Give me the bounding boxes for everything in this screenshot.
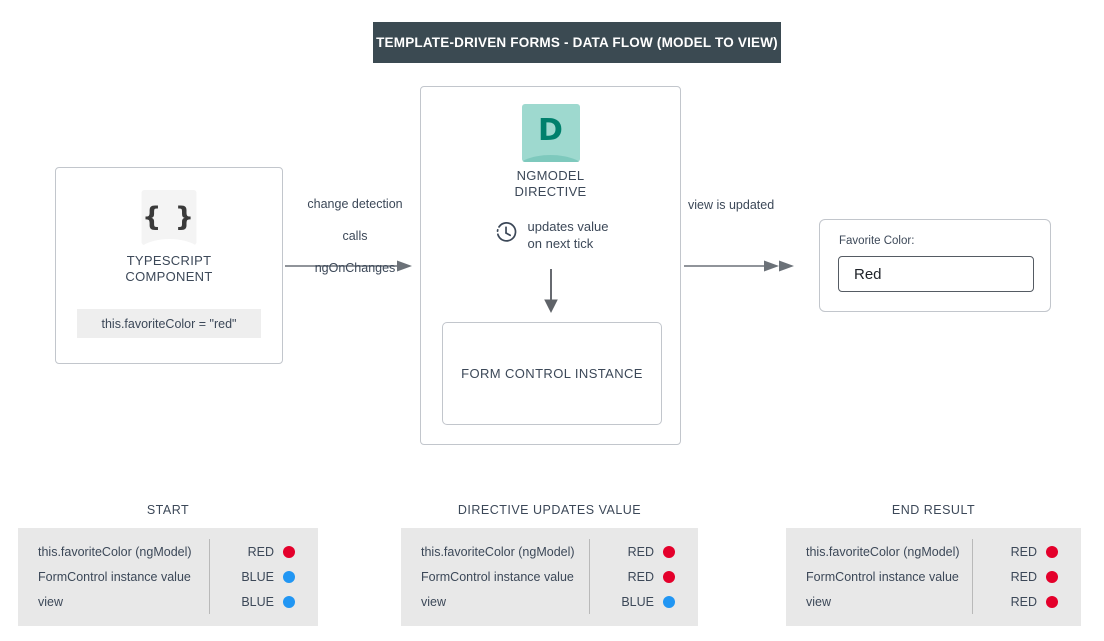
braces-icon: { } [141, 190, 197, 245]
state-table-middle-title: DIRECTIVE UPDATES VALUE [457, 503, 642, 517]
table-row: FormControl instance value RED [806, 564, 1067, 589]
table-row: this.favoriteColor (ngModel) RED [38, 539, 304, 564]
color-dot-icon [1046, 595, 1058, 608]
table-row: view RED [806, 589, 1067, 614]
edge-label-change-detection-line3: ngOnChanges [314, 261, 396, 275]
state-row-key: this.favoriteColor (ngModel) [38, 544, 192, 559]
state-row-key: FormControl instance value [806, 569, 959, 584]
braces-icon-glyph: { } [142, 202, 196, 233]
typescript-component-node: { } TYPESCRIPT COMPONENT this.favoriteCo… [55, 167, 283, 364]
table-row: view BLUE [38, 589, 304, 614]
edge-label-change-detection-line1: change detection [307, 197, 403, 211]
state-row-dot-cell [654, 545, 684, 558]
state-row-value: RED [247, 544, 274, 559]
edge-label-change-detection-line2: calls [342, 229, 368, 243]
column-divider [209, 564, 210, 589]
column-divider [209, 589, 210, 614]
state-table-directive-updates-value: DIRECTIVE UPDATES VALUE this.favoriteCol… [401, 503, 698, 626]
state-row-key: this.favoriteColor (ngModel) [806, 544, 960, 559]
table-row: view BLUE [421, 589, 684, 614]
state-row-dot-cell [654, 595, 684, 608]
form-control-instance-label: FORM CONTROL INSTANCE [461, 366, 643, 381]
ngmodel-directive-node: D NGMODEL DIRECTIVE updates value o [420, 86, 681, 445]
down-arrow-icon [540, 269, 562, 320]
column-divider [972, 589, 973, 614]
state-row-key: FormControl instance value [38, 569, 191, 584]
diagram-title-banner: TEMPLATE-DRIVEN FORMS - DATA FLOW (MODEL… [373, 22, 781, 63]
color-dot-icon [1046, 570, 1058, 583]
state-row-dot-cell [1037, 545, 1067, 558]
state-row-dot-cell [654, 570, 684, 583]
ngmodel-directive-caption: NGMODEL DIRECTIVE [421, 168, 680, 200]
state-row-dot-cell [274, 545, 304, 558]
column-divider [589, 589, 590, 614]
state-row-value: RED [1010, 569, 1037, 584]
table-row: FormControl instance value RED [421, 564, 684, 589]
color-dot-icon [283, 570, 295, 583]
ngmodel-directive-caption-line1: NGMODEL [516, 168, 585, 183]
color-dot-icon [1046, 545, 1058, 558]
view-node: Favorite Color: Red [819, 219, 1051, 312]
color-dot-icon [283, 545, 295, 558]
diagram-title-text: TEMPLATE-DRIVEN FORMS - DATA FLOW (MODEL… [376, 35, 778, 50]
directive-icon: D [521, 104, 580, 162]
form-control-instance-box: FORM CONTROL INSTANCE [442, 322, 662, 425]
table-row: FormControl instance value BLUE [38, 564, 304, 589]
updates-on-tick-label-line2: on next tick [527, 236, 594, 251]
state-row-dot-cell [1037, 595, 1067, 608]
updates-on-tick-note: updates value on next tick [493, 218, 609, 252]
edge-label-view-updated: view is updated [688, 198, 775, 212]
state-row-value: BLUE [621, 594, 654, 609]
state-table-start: START this.favoriteColor (ngModel) RED F… [18, 503, 318, 626]
state-table-start-body: this.favoriteColor (ngModel) RED FormCon… [18, 528, 318, 626]
code-snippet-chip: this.favoriteColor = "red" [77, 309, 261, 338]
ngmodel-directive-caption-line2: DIRECTIVE [514, 184, 587, 199]
color-dot-icon [663, 595, 675, 608]
state-row-value: BLUE [241, 569, 274, 584]
state-row-value: RED [627, 544, 654, 559]
state-row-value: RED [1010, 544, 1037, 559]
state-row-dot-cell [274, 595, 304, 608]
column-divider [589, 539, 590, 564]
updates-on-tick-label: updates value on next tick [528, 218, 609, 252]
column-divider [209, 539, 210, 564]
state-table-middle-body: this.favoriteColor (ngModel) RED FormCon… [401, 528, 698, 626]
state-row-dot-cell [274, 570, 304, 583]
state-table-end-title: END RESULT [891, 503, 976, 517]
color-dot-icon [663, 545, 675, 558]
state-table-end-body: this.favoriteColor (ngModel) RED FormCon… [786, 528, 1081, 626]
typescript-component-caption-line2: COMPONENT [125, 269, 213, 284]
state-row-key: this.favoriteColor (ngModel) [421, 544, 575, 559]
directive-icon-letter: D [538, 113, 563, 148]
table-row: this.favoriteColor (ngModel) RED [421, 539, 684, 564]
state-row-key: view [806, 594, 832, 609]
table-row: this.favoriteColor (ngModel) RED [806, 539, 1067, 564]
column-divider [972, 539, 973, 564]
state-row-value: BLUE [241, 594, 274, 609]
clock-icon [493, 220, 519, 251]
state-row-value: RED [627, 569, 654, 584]
state-row-key: view [38, 594, 64, 609]
typescript-component-caption-line1: TYPESCRIPT [126, 253, 212, 268]
color-dot-icon [283, 595, 295, 608]
favorite-color-input[interactable]: Red [838, 256, 1034, 292]
state-row-dot-cell [1037, 570, 1067, 583]
state-table-end-result: END RESULT this.favoriteColor (ngModel) … [786, 503, 1081, 626]
state-row-key: FormControl instance value [421, 569, 574, 584]
typescript-component-caption: TYPESCRIPT COMPONENT [56, 253, 282, 285]
updates-on-tick-label-line1: updates value [527, 219, 609, 234]
state-row-value: RED [1010, 594, 1037, 609]
edge-label-change-detection: change detection calls ngOnChanges [288, 180, 422, 292]
state-table-start-title: START [146, 503, 190, 517]
state-row-key: view [421, 594, 447, 609]
column-divider [589, 564, 590, 589]
color-dot-icon [663, 570, 675, 583]
favorite-color-label: Favorite Color: [839, 235, 915, 247]
column-divider [972, 564, 973, 589]
